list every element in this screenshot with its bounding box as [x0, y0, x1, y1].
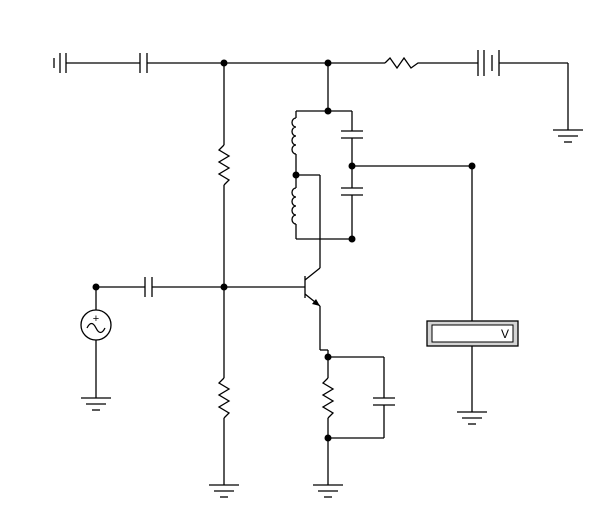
voltmeter-display	[431, 324, 514, 343]
upper-tank-capacitor	[341, 130, 363, 139]
voltmeter: V	[426, 320, 519, 347]
ground-bias	[209, 484, 239, 498]
ground-voltmeter	[457, 411, 487, 425]
top-left-capacitor	[139, 53, 148, 73]
ground-source	[81, 397, 111, 411]
lower-tank-capacitor	[341, 187, 363, 196]
lower-inductor	[291, 187, 297, 225]
voltmeter-unit-label: V	[501, 327, 509, 341]
ac-source: +	[80, 309, 112, 341]
upper-inductor	[291, 117, 297, 155]
left-battery	[53, 53, 140, 73]
top-right-resistor	[384, 56, 422, 70]
emitter-resistor	[321, 377, 335, 419]
lower-bias-resistor	[217, 377, 231, 419]
emitter-bypass-capacitor	[373, 397, 395, 406]
input-capacitor	[144, 277, 153, 297]
npn-transistor	[304, 267, 321, 307]
source-polarity-label: +	[93, 313, 99, 325]
ground-emitter	[313, 484, 343, 498]
upper-bias-resistor	[217, 144, 231, 186]
junction-dots	[92, 59, 476, 442]
ground-top-right	[553, 129, 583, 143]
right-battery	[477, 50, 569, 130]
